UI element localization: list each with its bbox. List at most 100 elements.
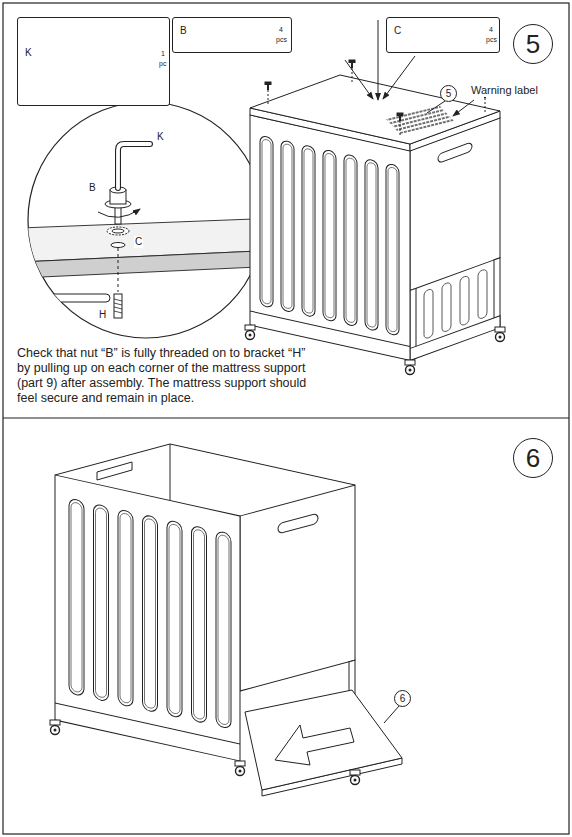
illustration-stroke (118, 248, 119, 292)
illustration-stroke (114, 299, 122, 301)
step-number: 5 (526, 31, 540, 57)
illustration-stroke (350, 770, 360, 775)
illustration-stroke (268, 90, 269, 104)
illustration-stroke (400, 121, 401, 135)
illustration-stroke (325, 153, 334, 319)
illustration-stroke (249, 334, 252, 337)
illustration-stroke (495, 327, 505, 332)
illustration-stroke (250, 75, 500, 144)
illustration-stroke (323, 149, 336, 322)
illustration-stroke (460, 275, 469, 326)
part-letter: H (98, 309, 107, 321)
illustration-stroke (245, 690, 402, 790)
illustration-stroke (114, 303, 122, 305)
illustration-stroke (20, 250, 280, 278)
part-quantity: 1 (161, 50, 165, 57)
illustration-stroke (50, 720, 60, 725)
illustration-stroke (40, 294, 110, 302)
illustration-stroke (438, 142, 472, 163)
illustration-stroke (262, 139, 271, 305)
part-quantity: 4 (279, 26, 283, 33)
illustration-stroke (267, 84, 269, 90)
illustration-stroke (260, 135, 399, 336)
illustration-stroke (354, 779, 357, 782)
illustration-stroke (278, 513, 318, 534)
panel-frame (3, 3, 569, 834)
illustration-stroke (260, 135, 273, 308)
part-quantity: pcs (276, 36, 287, 43)
illustration-stroke (410, 118, 500, 361)
illustration-stroke (351, 776, 360, 785)
illustration-stroke (265, 60, 488, 135)
illustration-stroke (378, 20, 379, 100)
illustration-stroke (239, 770, 242, 773)
illustration-stroke (275, 725, 354, 765)
illustration-stroke (246, 331, 255, 340)
illustration-stroke (344, 154, 357, 327)
illustration-stroke (143, 514, 158, 712)
part-box: B 4 pcs (172, 17, 292, 53)
detail-view (20, 102, 280, 338)
illustration-stroke (427, 101, 445, 113)
part-quantity: pcs (486, 36, 497, 43)
illustration-stroke (51, 726, 60, 735)
crib-step6 (55, 444, 402, 801)
illustration-stroke (367, 162, 376, 328)
step-number: 6 (526, 445, 540, 471)
illustration-stroke (118, 144, 150, 188)
part-letter: C (394, 26, 401, 36)
illustration-stroke (169, 523, 180, 714)
illustration-stroke (406, 366, 415, 375)
illustration-stroke (69, 498, 84, 696)
illustration-stroke (245, 325, 255, 330)
illustration-stroke (424, 268, 487, 339)
illustration-stroke (351, 62, 353, 68)
illustration-stroke (114, 311, 122, 313)
illustration-stroke (365, 158, 378, 331)
illustration-stroke (410, 316, 500, 361)
illustration-stroke (114, 299, 122, 313)
illustration-stroke (97, 462, 132, 480)
illustration-stroke (399, 115, 401, 121)
callout-circle: 6 (513, 438, 553, 478)
illustration-stroke (302, 145, 315, 318)
part-box: K1pc (17, 17, 170, 106)
illustration-stroke (345, 60, 373, 99)
illustration-stroke (453, 100, 474, 116)
illustration-stroke (405, 360, 415, 365)
illustration-stroke (409, 369, 412, 372)
illustration-stroke (304, 148, 313, 314)
part-letter: K (156, 131, 165, 143)
illustration-stroke (496, 333, 505, 342)
step-number: 6 (400, 694, 406, 704)
illustration-stroke (424, 288, 433, 339)
illustration-stroke (386, 163, 399, 336)
illustration-stroke (478, 268, 487, 319)
callout-circle: 5 (513, 24, 553, 64)
illustration-stroke (250, 115, 410, 360)
illustration-stroke (218, 534, 229, 725)
illustration-stroke (96, 507, 107, 698)
illustration-stroke (385, 106, 455, 134)
part-quantity: 4 (489, 26, 493, 33)
illustration-stroke (112, 229, 124, 233)
illustration-stroke (69, 498, 231, 729)
illustration-stroke (194, 529, 205, 720)
illustration-stroke (383, 56, 415, 99)
illustration-stroke (250, 115, 410, 360)
illustration-stroke (283, 143, 292, 309)
illustration-stroke (94, 504, 109, 702)
illustration-stroke (216, 531, 231, 729)
part-letter: B (180, 26, 187, 36)
step-number: 5 (446, 89, 452, 99)
illustration-stroke (170, 444, 171, 500)
illustration-stroke (167, 520, 182, 718)
illustration-stroke (71, 502, 82, 693)
illustration-stroke (111, 243, 125, 248)
illustration-stroke (281, 140, 294, 313)
callout-circle: 5 (440, 85, 457, 102)
illustration-stroke (114, 307, 122, 309)
illustration-stroke (236, 767, 245, 776)
illustration-stroke (145, 518, 156, 709)
